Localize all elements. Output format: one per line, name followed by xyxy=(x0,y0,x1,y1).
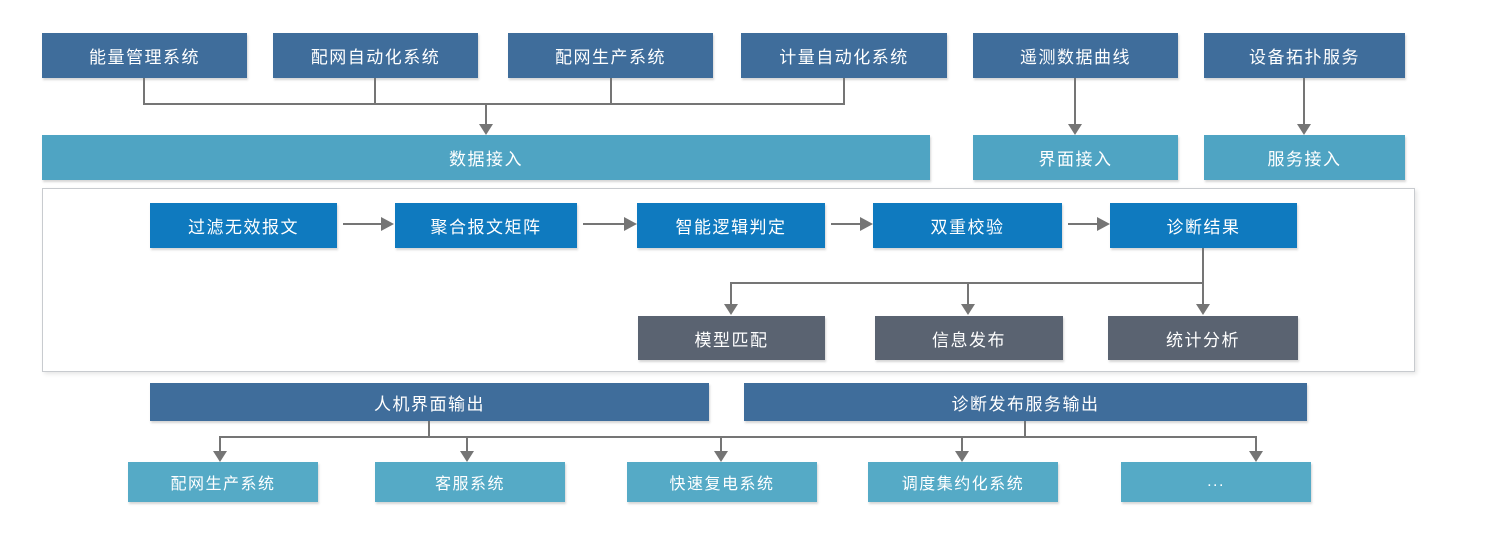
pipeline-node-double-check: 双重校验 xyxy=(873,203,1062,248)
source-node-metering-automation: 计量自动化系统 xyxy=(741,33,947,78)
arrowhead-flow-4 xyxy=(1097,217,1110,231)
arrowhead-consumer4 xyxy=(955,451,969,462)
analysis-node-model-match: 模型匹配 xyxy=(638,316,825,360)
connector-consumer1-stem xyxy=(219,436,221,451)
connector-source3-drop xyxy=(610,78,612,105)
connector-consumer5-stem xyxy=(1255,436,1257,451)
arrowhead-statistics xyxy=(1196,304,1210,315)
arrowhead-flow-2 xyxy=(624,217,637,231)
analysis-node-info-publish: 信息发布 xyxy=(875,316,1063,360)
pipeline-node-filter-invalid: 过滤无效报文 xyxy=(150,203,337,248)
connector-consumer3-stem xyxy=(720,436,722,451)
source-node-telemetry-curve: 遥测数据曲线 xyxy=(973,33,1178,78)
connector-consumers-bus xyxy=(219,436,1257,438)
connector-hmi-stub xyxy=(428,421,430,437)
source-node-distribution-production: 配网生产系统 xyxy=(508,33,713,78)
arrowhead-consumer1 xyxy=(213,451,227,462)
connector-source4-drop xyxy=(843,78,845,105)
connector-consumer2-stem xyxy=(466,436,468,451)
source-node-energy-management: 能量管理系统 xyxy=(42,33,247,78)
access-bar-service: 服务接入 xyxy=(1204,135,1405,180)
consumer-node-customer-service: 客服系统 xyxy=(375,462,565,502)
source-node-device-topology: 设备拓扑服务 xyxy=(1204,33,1405,78)
arrowhead-data-access xyxy=(479,124,493,135)
arrowhead-consumer3 xyxy=(714,451,728,462)
consumer-node-dispatch-centralized: 调度集约化系统 xyxy=(868,462,1058,502)
arrowhead-consumer2 xyxy=(460,451,474,462)
pipeline-node-aggregate-matrix: 聚合报文矩阵 xyxy=(395,203,577,248)
connector-data-access-stem xyxy=(485,103,487,124)
arrowhead-service-access xyxy=(1297,124,1311,135)
output-bar-diagnosis-service: 诊断发布服务输出 xyxy=(744,383,1307,421)
connector-sources-bus xyxy=(143,103,845,105)
connector-consumer4-stem xyxy=(961,436,963,451)
connector-flow-4 xyxy=(1068,223,1097,225)
pipeline-node-logic-judgement: 智能逻辑判定 xyxy=(637,203,825,248)
consumer-node-fast-power-restore: 快速复电系统 xyxy=(627,462,817,502)
arrowhead-flow-3 xyxy=(860,217,873,231)
source-node-distribution-automation: 配网自动化系统 xyxy=(273,33,478,78)
connector-info-publish-stem xyxy=(967,282,969,304)
output-bar-hmi: 人机界面输出 xyxy=(150,383,709,421)
pipeline-node-diagnosis-result: 诊断结果 xyxy=(1110,203,1297,248)
connector-source2-drop xyxy=(374,78,376,105)
consumer-node-more: ... xyxy=(1121,462,1311,502)
arrowhead-flow-1 xyxy=(381,217,394,231)
connector-model-match-stem xyxy=(730,282,732,304)
access-bar-data: 数据接入 xyxy=(42,135,930,180)
connector-flow-1 xyxy=(343,223,381,225)
connector-source1-drop xyxy=(143,78,145,105)
arrowhead-model-match xyxy=(724,304,738,315)
arrowhead-consumer5 xyxy=(1249,451,1263,462)
connector-service-access-stem xyxy=(1303,78,1305,124)
analysis-node-statistics: 统计分析 xyxy=(1108,316,1298,360)
connector-result-drop xyxy=(1202,248,1204,284)
connector-statistics-stem xyxy=(1202,282,1204,304)
arrowhead-ui-access xyxy=(1068,124,1082,135)
connector-flow-2 xyxy=(583,223,624,225)
consumer-node-distribution-production: 配网生产系统 xyxy=(128,462,318,502)
connector-flow-3 xyxy=(831,223,860,225)
arrowhead-info-publish xyxy=(961,304,975,315)
connector-diagnosis-stub xyxy=(1024,421,1026,437)
connector-ui-access-stem xyxy=(1074,78,1076,124)
access-bar-ui: 界面接入 xyxy=(973,135,1178,180)
